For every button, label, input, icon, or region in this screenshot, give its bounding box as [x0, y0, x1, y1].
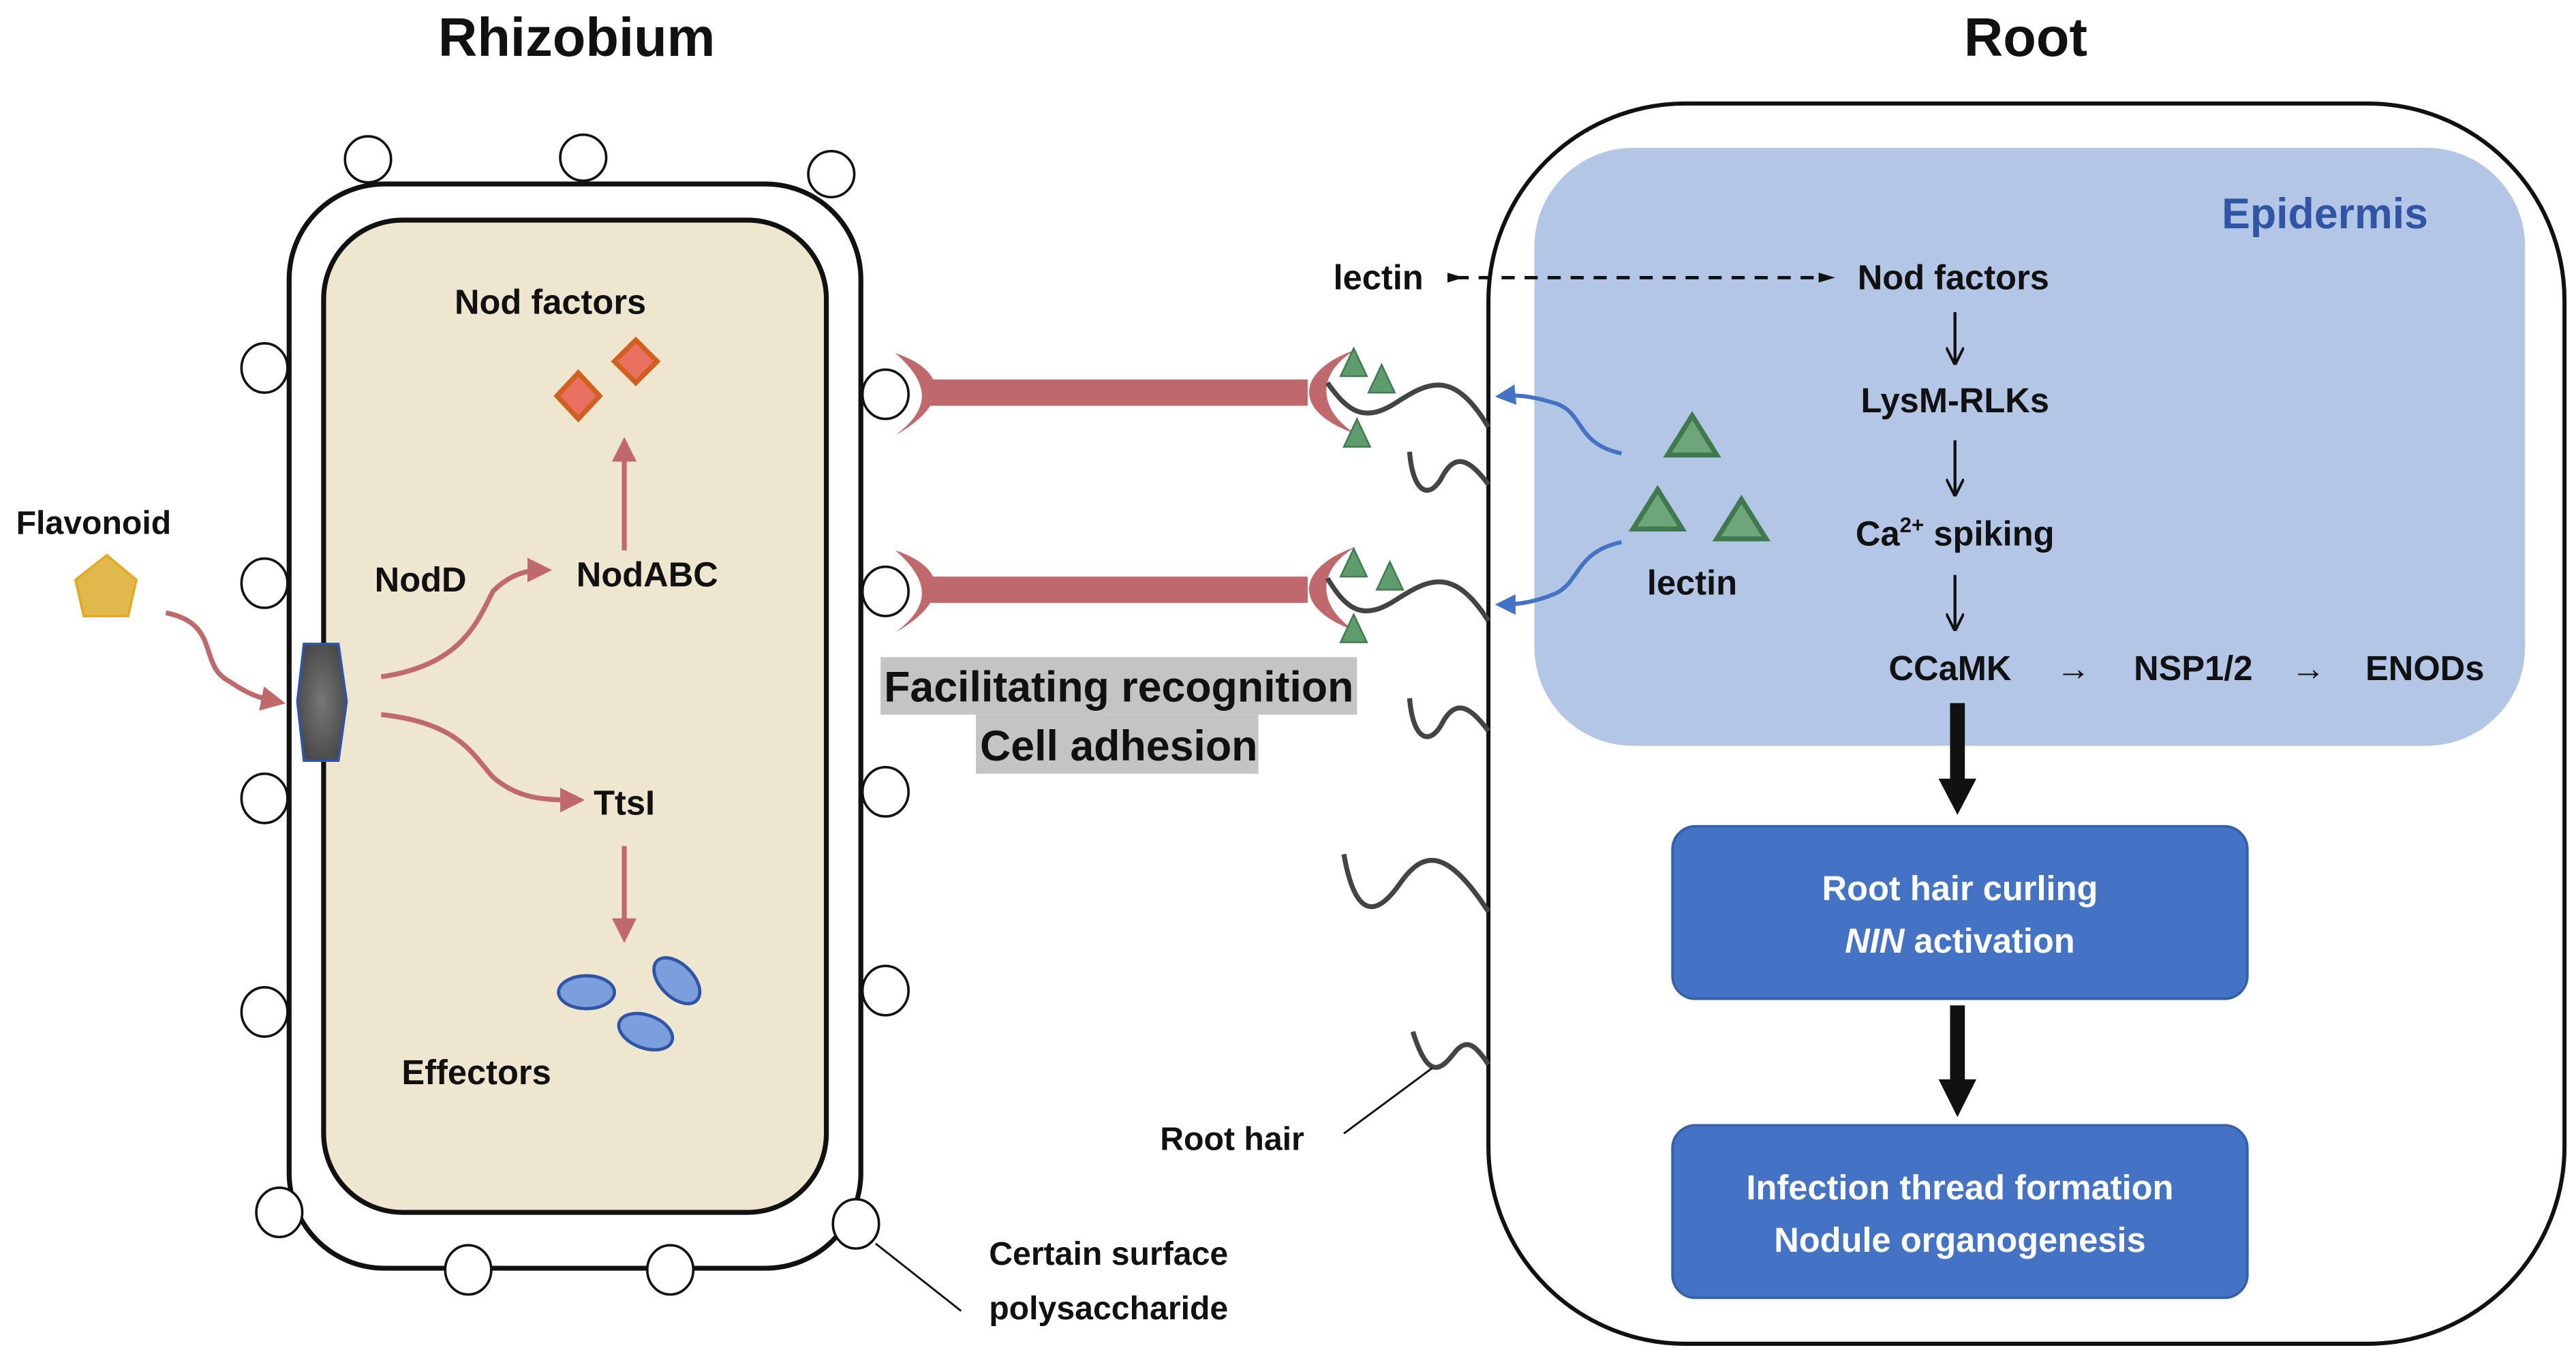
lectin-triangle: [1339, 612, 1368, 643]
root-hair: [1341, 853, 1491, 913]
lectin-triangle: [1712, 495, 1771, 542]
label-root-hair: Root hair: [1160, 1120, 1304, 1157]
adhesin-bar: [930, 577, 1308, 603]
adhesin-top: [895, 350, 1355, 435]
label-lectin-epidermis: lectin: [1647, 564, 1737, 602]
arrow-to-ttsi: [380, 712, 585, 813]
caption-bg-2: [975, 714, 1259, 774]
box2-line1: Infection thread formation: [1746, 1168, 2173, 1207]
adhesin-bar: [895, 550, 936, 633]
label-enods: ENODs: [2365, 649, 2484, 688]
flavonoid-pentagon: [74, 553, 138, 617]
polysaccharide-circle: [255, 1186, 304, 1239]
thick-arrow-head: [1938, 1079, 1977, 1118]
root-hair: [1407, 698, 1491, 739]
nin-gene: NIN: [1845, 921, 1905, 960]
ca-suffix: spiking: [1924, 514, 2054, 553]
box-root-hair-curling: [1671, 825, 2249, 1000]
polysaccharide-circle: [559, 133, 608, 182]
arrow-lectin-to-roothair-bottom: [1494, 540, 1622, 615]
caption-bg-1: [880, 657, 1358, 715]
surface-polysaccharides: [240, 133, 910, 1296]
adhesin-bottom: [895, 547, 1355, 633]
lectin-triangle: [1339, 547, 1368, 578]
polysaccharide-circle: [240, 986, 289, 1038]
lectin-triangle: [1663, 411, 1721, 458]
arrow-flavonoid-to-transporter: [165, 610, 286, 711]
label-nod-factors-root: Nod factors: [1858, 258, 2049, 296]
adhesin-bar: [1308, 547, 1355, 631]
caption-facilitating-recognition: Facilitating recognition: [884, 663, 1353, 711]
lectin-triangles-small: [1339, 346, 1405, 643]
label-nodd: NodD: [375, 560, 467, 599]
ca-prefix: Ca: [1856, 514, 1901, 553]
root-hairs: [1325, 381, 1491, 1070]
lectin-triangle: [1375, 559, 1405, 591]
membrane-transporter: [296, 643, 348, 762]
root-hair: [1325, 577, 1491, 623]
polysaccharide-circle: [240, 342, 289, 394]
root-hair: [1325, 381, 1491, 429]
lectin-triangle: [1343, 416, 1372, 448]
nod-factor-diamond: [611, 336, 661, 386]
effector-ellipse: [557, 974, 617, 1011]
box1-line2: NIN activation: [1845, 921, 2074, 960]
arrow-lectin-to-roothair-top: [1494, 384, 1622, 456]
label-flavonoid: Flavonoid: [16, 504, 172, 541]
box1-line1: Root hair curling: [1822, 869, 2098, 908]
thick-arrow-shaft: [1950, 1005, 1965, 1085]
effector-ellipse: [652, 956, 702, 1006]
polysaccharide-circle: [444, 1244, 493, 1296]
label-ca-spiking: Ca2+ spiking: [1856, 513, 2055, 553]
title-root: Root: [1964, 7, 2087, 67]
polysaccharide-circle: [861, 368, 910, 420]
polysaccharide-circle: [240, 772, 289, 825]
arrow-right-2: →: [2291, 649, 2326, 688]
box-infection-thread: [1671, 1124, 2249, 1300]
arrow-right-1: →: [2056, 649, 2091, 688]
leader-line-polysaccharide: [875, 1242, 962, 1312]
nod-factor-diamond: [553, 369, 603, 423]
label-lysm-rlks: LysM-RLKs: [1860, 381, 2049, 420]
leader-line-root-hair: [1343, 1066, 1434, 1135]
adhesin-bar: [1308, 350, 1355, 434]
label-ttsi: TtsI: [594, 784, 655, 823]
adhesin-bar: [930, 379, 1308, 406]
label-epidermis: Epidermis: [2222, 190, 2428, 238]
label-ccamk: CCaMK: [1889, 649, 2012, 688]
adhesin-bar: [895, 353, 936, 435]
label-surface-polysaccharide-1: Certain surface: [989, 1235, 1228, 1272]
effector-ellipse: [617, 1011, 675, 1051]
polysaccharide-circle: [646, 1244, 695, 1296]
polysaccharide-circle: [861, 765, 910, 818]
effectors-group: [557, 956, 702, 1051]
epidermis-region: [1534, 147, 2526, 746]
box1-activation: activation: [1904, 921, 2074, 960]
thick-arrow-shaft: [1950, 703, 1965, 782]
arrow-to-nodabc: [380, 557, 552, 679]
label-nod-factors-bacterial: Nod factors: [455, 282, 646, 321]
lectin-triangle: [1367, 363, 1396, 394]
polysaccharide-circle: [831, 1197, 880, 1250]
polysaccharide-circle: [343, 135, 393, 184]
label-effectors: Effectors: [401, 1053, 551, 1092]
thick-arrow-head: [1938, 778, 1977, 815]
lectin-triangle: [1628, 485, 1687, 532]
title-rhizobium: Rhizobium: [438, 7, 716, 67]
polysaccharide-circle: [240, 557, 289, 609]
polysaccharide-circle: [861, 565, 910, 617]
label-surface-polysaccharide-2: polysaccharide: [989, 1290, 1228, 1327]
label-nodabc: NodABC: [577, 555, 718, 594]
root-hair: [1410, 1030, 1491, 1070]
label-lectin-top: lectin: [1333, 258, 1423, 296]
ca-superscript: 2+: [1900, 513, 1925, 537]
polysaccharide-circle: [807, 149, 856, 199]
lectin-triangle: [1339, 346, 1368, 378]
polysaccharide-circle: [861, 964, 910, 1017]
label-nsp12: NSP1/2: [2134, 649, 2252, 688]
lectin-triangles-large: [1628, 411, 1771, 542]
root-hair: [1407, 451, 1491, 493]
caption-cell-adhesion: Cell adhesion: [980, 722, 1257, 770]
box2-line2: Nodule organogenesis: [1774, 1220, 2146, 1259]
